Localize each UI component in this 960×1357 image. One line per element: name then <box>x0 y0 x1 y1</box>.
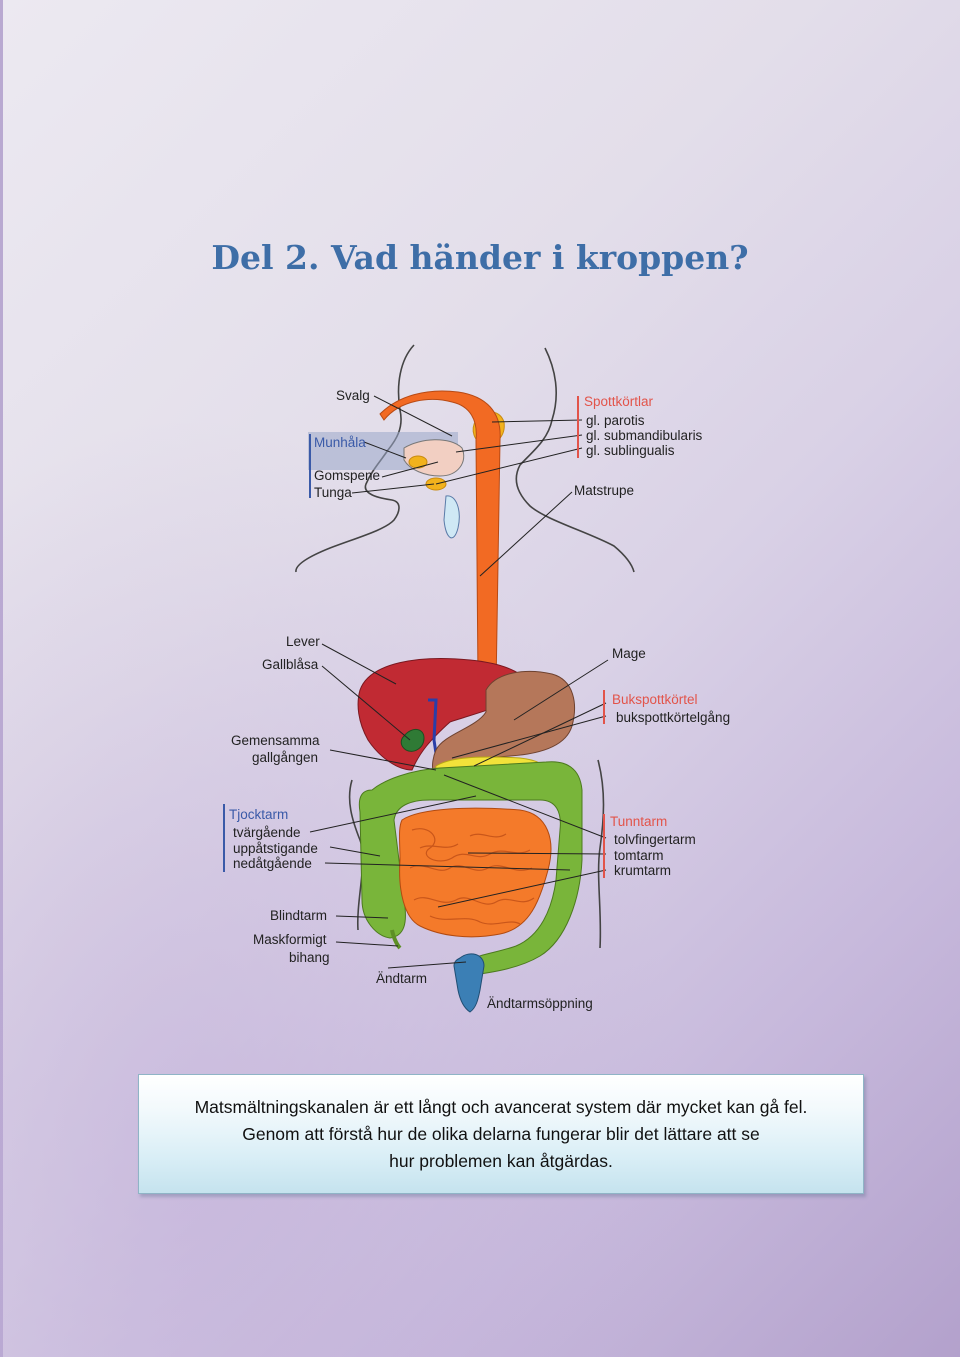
caption-text: Matsmältningskanalen är ett långt och av… <box>141 1094 861 1175</box>
label-tunntarm: Tunntarm <box>610 814 667 829</box>
label-andtarmsoppning: Ändtarmsöppning <box>487 996 593 1011</box>
label-tolvfingertarm: tolvfingertarm <box>614 832 696 847</box>
label-bukspottkortel: Bukspottkörtel <box>612 692 698 707</box>
appendix <box>390 929 402 950</box>
label-munhala: Munhåla <box>314 435 366 450</box>
label-submandibularis: gl. submandibularis <box>586 428 703 443</box>
page-title: Del 2. Vad händer i kroppen? <box>211 238 749 277</box>
label-gemensamma: Gemensamma <box>231 733 320 748</box>
liver <box>357 658 529 771</box>
label-matstrupe: Matstrupe <box>574 483 634 498</box>
label-gallgangen: gallgången <box>252 750 318 765</box>
label-tjocktarm: Tjocktarm <box>229 807 288 822</box>
label-brackets <box>223 396 605 878</box>
label-lever: Lever <box>286 634 320 649</box>
label-nedatgaende: nedåtgående <box>233 856 312 871</box>
label-gallblasa: Gallblåsa <box>262 657 319 672</box>
label-svalg: Svalg <box>336 388 370 403</box>
stomach <box>432 670 575 775</box>
trachea-shape <box>443 495 460 539</box>
small-intestine <box>399 807 552 938</box>
label-andtarm: Ändtarm <box>376 971 427 986</box>
label-spottkortlar: Spottkörtlar <box>584 394 654 409</box>
label-krumtarm: krumtarm <box>614 863 671 878</box>
gallbladder <box>400 729 425 752</box>
caption-line-2: Genom att förstå hur de olika delarna fu… <box>242 1123 760 1144</box>
label-tomtarm: tomtarm <box>614 848 664 863</box>
label-uppatstigande: uppåtstigande <box>233 841 318 856</box>
label-tvargaende: tvärgående <box>233 825 301 840</box>
label-maskformigt: Maskformigt <box>253 932 327 947</box>
label-gomspene: Gomspene <box>314 468 380 483</box>
label-bihang: bihang <box>289 950 330 965</box>
label-mage: Mage <box>612 646 646 661</box>
label-tunga: Tunga <box>314 485 352 500</box>
caption-box: Matsmältningskanalen är ett långt och av… <box>138 1074 864 1194</box>
leader-lines <box>309 395 609 969</box>
caption-line-1: Matsmältningskanalen är ett långt och av… <box>194 1096 808 1117</box>
label-blindtarm: Blindtarm <box>270 908 327 923</box>
colon <box>358 761 583 976</box>
label-sublingualis: gl. sublingualis <box>586 443 675 458</box>
label-bukspottkortelgang: bukspottkörtelgång <box>616 710 730 725</box>
caption-line-3: hur problemen kan åtgärdas. <box>389 1150 613 1171</box>
label-parotis: gl. parotis <box>586 413 645 428</box>
body-outline <box>295 344 635 949</box>
